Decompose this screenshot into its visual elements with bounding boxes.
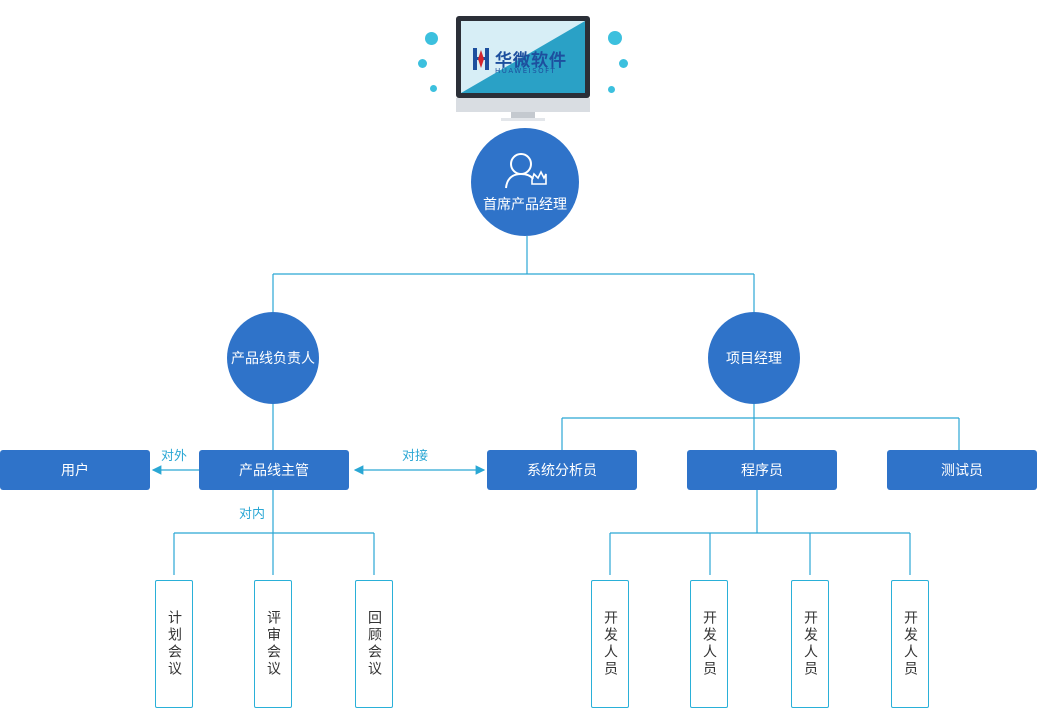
node-label: 程序员 bbox=[741, 463, 783, 479]
node-user: 用户 bbox=[0, 450, 150, 490]
developer-box: 开发人员 bbox=[690, 580, 728, 708]
developer-label: 开发人员 bbox=[602, 610, 618, 678]
decor-dot bbox=[608, 86, 615, 93]
user-crown-icon bbox=[505, 153, 547, 189]
developer-label: 开发人员 bbox=[902, 610, 918, 678]
decor-dot bbox=[619, 59, 628, 68]
node-label: 用户 bbox=[61, 463, 89, 479]
meeting-label: 回顾会议 bbox=[366, 610, 382, 678]
meeting-box: 回顾会议 bbox=[355, 580, 393, 708]
node-label: 项目经理 bbox=[726, 351, 782, 367]
decor-dot bbox=[430, 85, 437, 92]
developer-box: 开发人员 bbox=[891, 580, 929, 708]
meeting-box: 评审会议 bbox=[254, 580, 292, 708]
developer-label: 开发人员 bbox=[701, 610, 717, 678]
node-product-line-owner: 产品线负责人 bbox=[227, 312, 319, 404]
meeting-box: 计划会议 bbox=[155, 580, 193, 708]
node-product-line-supervisor: 产品线主管 bbox=[199, 450, 349, 490]
label-external: 对外 bbox=[161, 449, 188, 464]
node-label: 产品线主管 bbox=[239, 463, 309, 479]
meeting-label: 计划会议 bbox=[166, 610, 182, 678]
node-label: 首席产品经理 bbox=[483, 197, 567, 213]
decor-dot bbox=[418, 59, 427, 68]
brand-en: HUAWEISOFT bbox=[495, 67, 557, 75]
node-project-manager: 项目经理 bbox=[708, 312, 800, 404]
node-system-analyst: 系统分析员 bbox=[487, 450, 637, 490]
decor-dot bbox=[608, 31, 622, 45]
node-programmer: 程序员 bbox=[687, 450, 837, 490]
developer-box: 开发人员 bbox=[791, 580, 829, 708]
developer-box: 开发人员 bbox=[591, 580, 629, 708]
label-interface: 对接 bbox=[402, 449, 429, 464]
meeting-label: 评审会议 bbox=[265, 610, 281, 678]
node-label: 测试员 bbox=[941, 463, 983, 479]
label-internal: 对内 bbox=[239, 507, 266, 522]
node-label: 系统分析员 bbox=[527, 463, 597, 479]
node-chief-product-manager: 首席产品经理 bbox=[471, 128, 579, 236]
node-label: 产品线负责人 bbox=[231, 351, 315, 367]
monitor-icon bbox=[456, 16, 590, 121]
brand-cn: 华微软件 bbox=[495, 51, 567, 71]
monitor-logo: 华微软件 HUAWEISOFT bbox=[455, 15, 591, 121]
decor-dot bbox=[425, 32, 438, 45]
developer-label: 开发人员 bbox=[802, 610, 818, 678]
node-tester: 测试员 bbox=[887, 450, 1037, 490]
